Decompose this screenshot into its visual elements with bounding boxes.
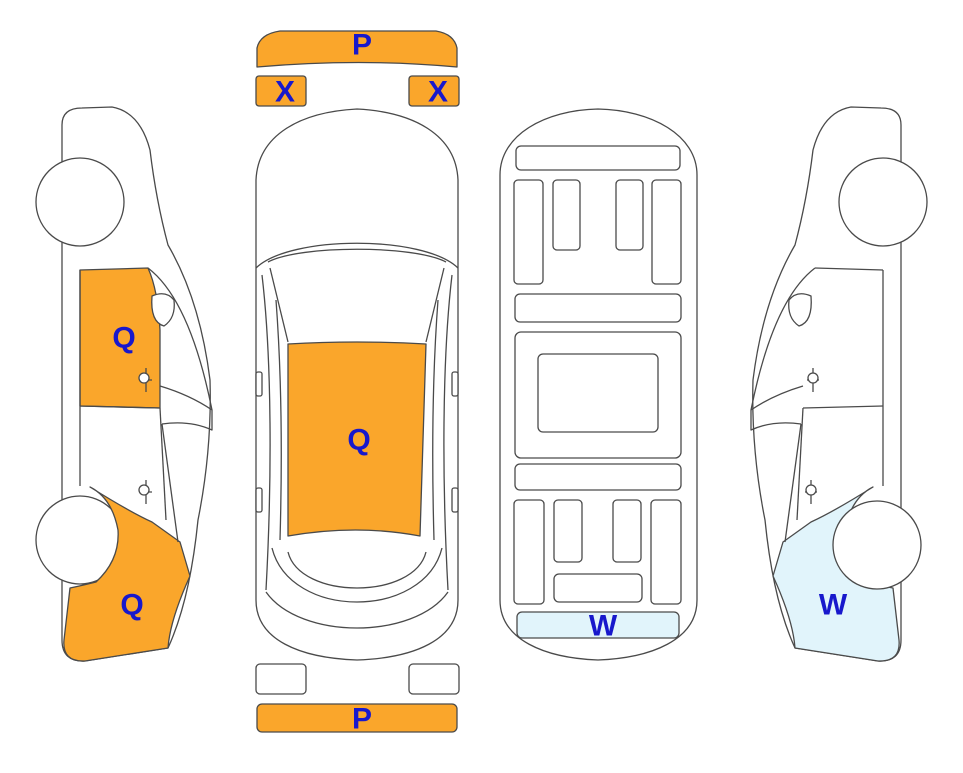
left-front-door-code: Q: [112, 322, 135, 355]
right-side-view: W: [750, 106, 928, 662]
left-rear-quarter-code: Q: [120, 589, 143, 622]
front-bumper-panel[interactable]: [256, 30, 458, 68]
front-parts: P X X: [255, 29, 460, 109]
rear-bumper-code: P: [352, 703, 372, 736]
rear-parts: P: [255, 663, 460, 736]
front-bumper-code: P: [352, 29, 372, 62]
headlight-right-code: X: [428, 76, 448, 109]
underbody-rear-panel[interactable]: [516, 611, 680, 639]
roof-code: Q: [347, 424, 370, 457]
right-front-wheel: [838, 157, 928, 247]
taillight-left-panel[interactable]: [255, 663, 307, 695]
headlight-left-code: X: [275, 76, 295, 109]
underbody-view: W: [499, 108, 698, 661]
right-rear-wheel: [832, 500, 922, 590]
rear-window: [271, 547, 443, 603]
underbody-rear-code: W: [589, 610, 618, 643]
windshield: [255, 242, 459, 269]
right-rear-quarter-code: W: [819, 589, 848, 622]
headlight-right-panel[interactable]: [408, 75, 460, 107]
left-side-view: Q Q: [35, 106, 213, 662]
rear-bumper-panel[interactable]: [256, 703, 458, 733]
top-view-car: Q: [255, 108, 459, 661]
left-front-wheel: [35, 157, 125, 247]
taillight-right-panel[interactable]: [408, 663, 460, 695]
headlight-left-panel[interactable]: [255, 75, 307, 107]
roof-panel[interactable]: [287, 341, 427, 537]
left-rear-quarter-panel[interactable]: [63, 486, 191, 662]
